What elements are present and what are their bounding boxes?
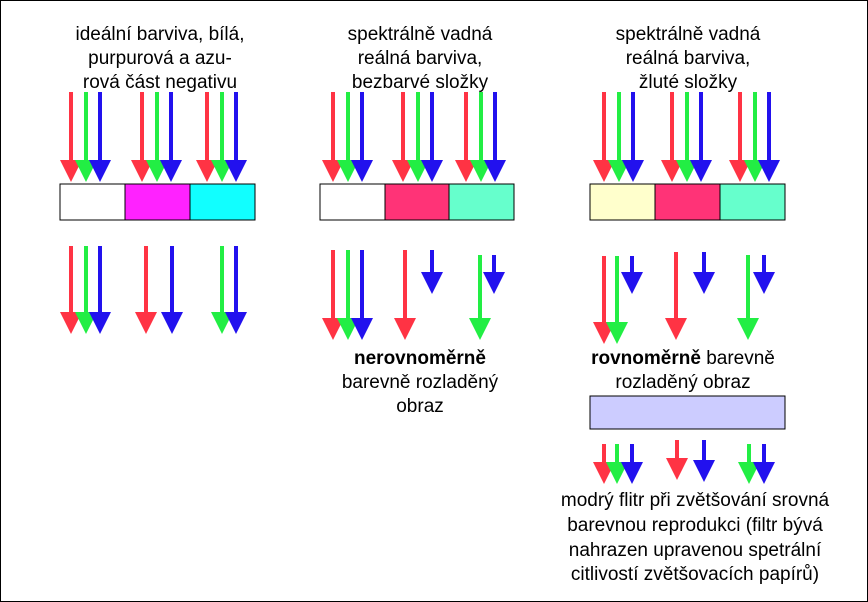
col2-incident-3-blue-arrow [484, 92, 506, 182]
col3-out3-green-arrow [737, 255, 759, 340]
col3-filtered1-blue-arrow [621, 444, 643, 484]
col1-strip-cyan [189, 183, 256, 221]
col3-incident-3-red-arrow [729, 92, 751, 182]
filter-note-line1: modrý flitr při zvětšování srovná [560, 490, 830, 511]
col1-incident-1-red-arrow [60, 92, 82, 182]
col3-caption-line3: žluté složky [638, 72, 738, 93]
col1-out2-red-arrow [135, 246, 157, 334]
col1-out3-blue-arrow [225, 246, 247, 334]
col3-out2-red-arrow [665, 252, 687, 340]
col2-result-bold: nerovnoměrně [354, 348, 486, 369]
col2-incident-3-red-arrow [455, 92, 477, 182]
col2-strip-crimson [384, 183, 450, 221]
col2-strip-mint [448, 183, 515, 221]
col3-caption-line1: spektrálně vadná [615, 24, 761, 45]
col2-incident-2-red-arrow [392, 92, 414, 182]
col1-incident-1-blue-arrow [89, 92, 111, 182]
col2-incident-2-green-arrow [407, 92, 429, 182]
col1-out1-red-arrow [60, 246, 82, 334]
col3-caption-line2: reálná barviva, [625, 48, 751, 69]
col1-strip-white [59, 183, 126, 221]
col1-incident-2-green-arrow [146, 92, 168, 182]
filter-note-line4: citlivostí zvětšovacích papírů) [570, 564, 820, 585]
col2-out2-red-arrow [394, 250, 416, 340]
col3-filtered2-red-arrow [666, 440, 688, 480]
col2-incident-1-blue-arrow [351, 92, 373, 182]
col2-out3-blue-arrow [483, 255, 505, 294]
col3-out1-blue-arrow [621, 256, 643, 294]
col1-incident-3-red-arrow [196, 92, 218, 182]
col3-incident-3-blue-arrow [758, 92, 780, 182]
col3-incident-2-green-arrow [676, 92, 698, 182]
col3-incident-1-red-arrow [593, 92, 615, 182]
col1-out1-blue-arrow [89, 246, 111, 334]
col1-caption-line3: rová část negativu [82, 72, 238, 93]
col1-incident-3-green-arrow [211, 92, 233, 182]
col3-strip-pale-yellow [589, 183, 656, 221]
col3-filtered3-blue-arrow [753, 444, 775, 484]
col3-incident-2-red-arrow [661, 92, 683, 182]
col3-blue-filter [589, 395, 786, 430]
col3-strip-crimson [654, 183, 721, 221]
col2-caption-line3: bezbarvé složky [351, 72, 489, 93]
col3-out1-green-arrow [606, 256, 628, 344]
col1-caption-line2: purpurová a azu- [88, 48, 232, 69]
col3-incident-1-green-arrow [608, 92, 630, 182]
col2-out3-green-arrow [469, 255, 491, 340]
col1-strip-magenta [124, 183, 191, 221]
col2-result-line2: obraz [396, 396, 444, 417]
col3-incident-1-blue-arrow [622, 92, 644, 182]
col2-caption-line2: reálná barviva, [357, 48, 483, 69]
col2-strip-white [319, 183, 386, 221]
col3-out2-blue-arrow [693, 252, 715, 294]
col2-out2-blue-arrow [421, 250, 443, 294]
filter-note-line3: nahrazen upravenou spetrální [568, 540, 822, 561]
col3-incident-3-green-arrow [744, 92, 766, 182]
col2-incident-1-green-arrow [337, 92, 359, 182]
col3-filtered3-green-arrow [738, 444, 760, 484]
col2-result-line1: barevně rozladěný [341, 372, 499, 393]
col1-out2-blue-arrow [161, 246, 183, 334]
col3-result-line2: rozladěný obraz [615, 372, 751, 393]
col1-caption-line1: ideální barviva, bílá, [75, 24, 245, 45]
col2-out1-blue-arrow [351, 250, 373, 340]
col3-filtered1-green-arrow [606, 444, 628, 484]
col2-incident-1-red-arrow [322, 92, 344, 182]
col3-strip-mint [719, 183, 786, 221]
col3-filtered2-blue-arrow [693, 440, 715, 482]
col3-incident-2-blue-arrow [690, 92, 712, 182]
col1-incident-2-blue-arrow [160, 92, 182, 182]
col2-incident-3-green-arrow [470, 92, 492, 182]
col2-incident-2-blue-arrow [421, 92, 443, 182]
col3-out3-blue-arrow [753, 255, 775, 294]
col1-incident-1-green-arrow [75, 92, 97, 182]
col3-result-bold: rovnoměrně [591, 348, 701, 369]
col1-out3-green-arrow [211, 246, 233, 334]
col1-out1-green-arrow [75, 246, 97, 334]
col2-out1-red-arrow [322, 250, 344, 340]
col3-result-line1: rovnoměrně barevně [548, 348, 818, 370]
col3-result-rest: barevně [700, 348, 775, 369]
filter-note-line2: barevnou reprodukci (filtr bývá [567, 515, 823, 536]
col2-out1-green-arrow [337, 250, 359, 340]
col2-caption-line1: spektrálně vadná [347, 24, 493, 45]
col1-incident-2-red-arrow [131, 92, 153, 182]
col1-incident-3-blue-arrow [225, 92, 247, 182]
